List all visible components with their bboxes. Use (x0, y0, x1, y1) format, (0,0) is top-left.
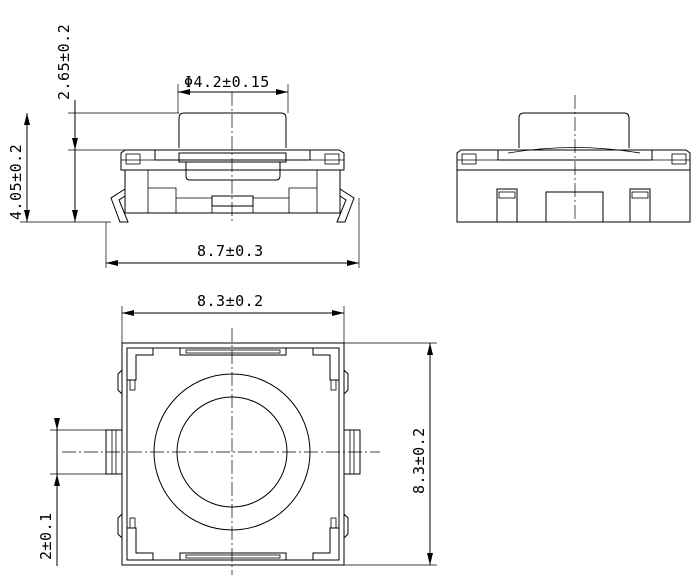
dim-width-with-leads: 8.7±0.3 (197, 242, 264, 260)
dim-lead-width: 2±0.1 (37, 512, 55, 560)
side-view (456, 95, 691, 223)
dim-button-height: 2.65±0.2 (55, 24, 73, 100)
dim-body-width: 8.3±0.2 (197, 292, 264, 310)
top-view: 8.3±0.2 8.3±0.2 2±0.1 (37, 292, 437, 575)
dim-button-diameter: Φ4.2±0.15 (184, 73, 270, 91)
front-view: 2.65±0.2 4.05±0.2 Φ4.2±0.15 8.7±0.3 (7, 24, 360, 268)
dim-body-height: 8.3±0.2 (410, 427, 428, 494)
dim-total-height: 4.05±0.2 (7, 144, 25, 220)
